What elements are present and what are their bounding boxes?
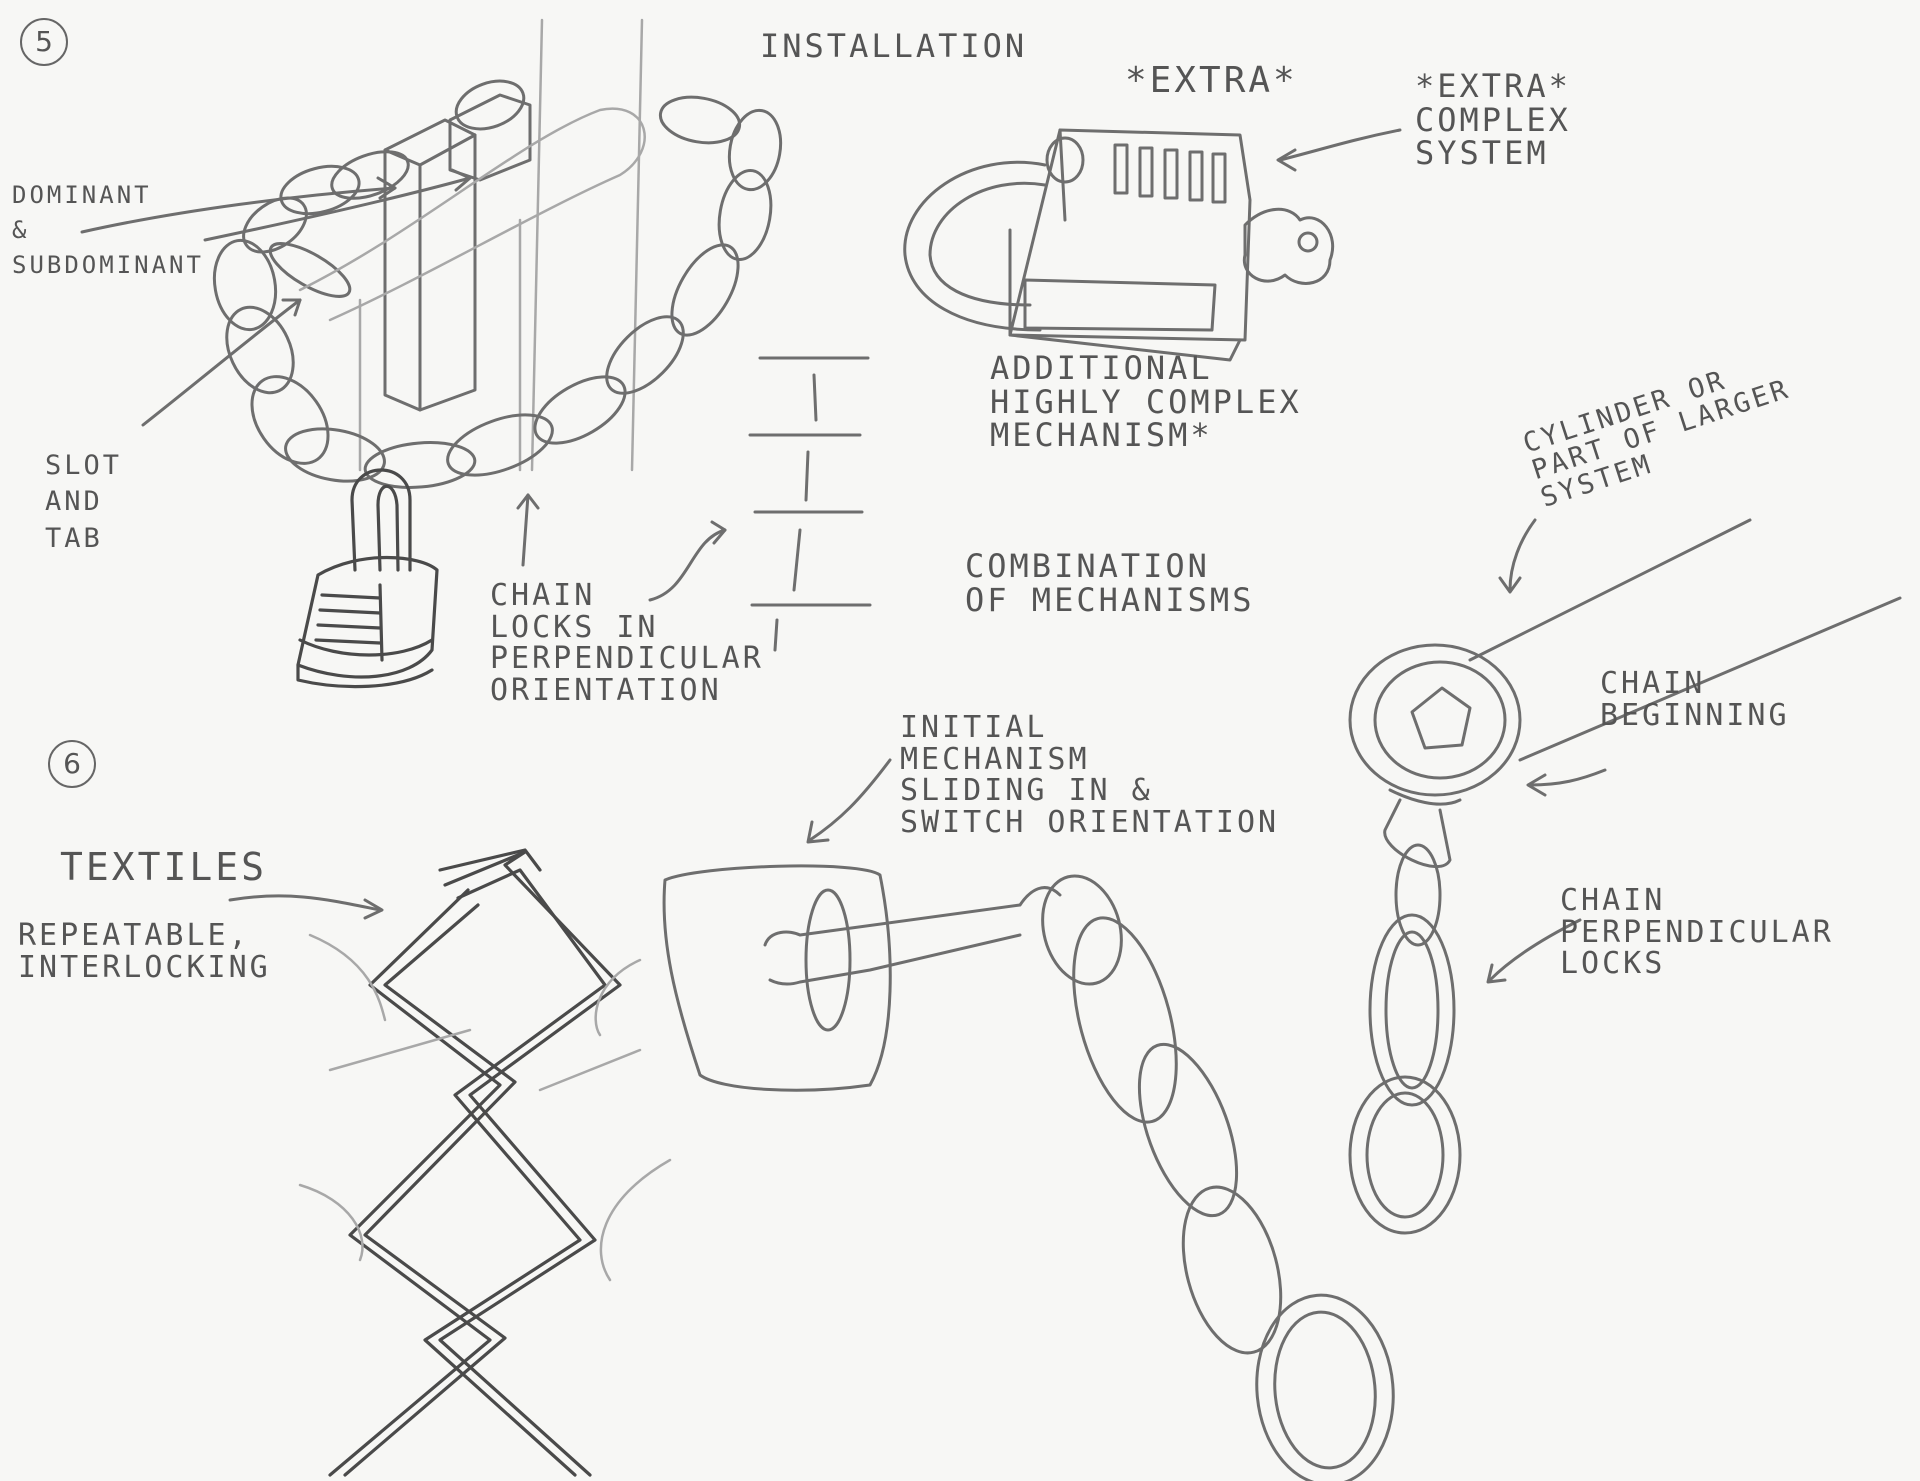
section-5-number: 5 [20, 18, 68, 66]
complex-lock-sketch [903, 128, 1335, 362]
initial-mechanism-block [662, 864, 1062, 1092]
textile-guides [298, 933, 672, 1282]
chain-ring-section-5 [212, 79, 783, 489]
chain-perpendicular-label: CHAIN PERPENDICULAR LOCKS [1560, 883, 1834, 981]
extra-label: *EXTRA* [1125, 60, 1298, 101]
section-6-number: 6 [48, 740, 96, 788]
callout-arrows [80, 128, 1607, 984]
chain-loop-band [298, 107, 646, 322]
perpendicular-lock-diagram [748, 356, 872, 652]
chain-beginning-label: CHAIN BEGINNING [1600, 666, 1790, 733]
padlock-sketch [296, 468, 439, 689]
dominant-subdominant-blocks [383, 93, 532, 412]
chain-perpendicular-links [1348, 843, 1462, 1235]
slot-and-tab-label: SLOT AND TAB [45, 450, 123, 554]
chain-locks-label: CHAIN LOCKS IN PERPENDICULAR ORIENTATION [490, 578, 764, 708]
additional-mechanism-label: ADDITIONAL HIGHLY COMPLEX MECHANISM* [990, 349, 1302, 455]
initial-mechanism-label: INITIAL MECHANISM SLIDING IN & SWITCH OR… [900, 710, 1280, 840]
cylinder-mechanism [1348, 518, 1902, 868]
combination-label: COMBINATION OF MECHANISMS [965, 547, 1255, 619]
repeatable-label: REPEATABLE, INTERLOCKING [18, 918, 271, 985]
textiles-label: TEXTILES [60, 845, 268, 889]
installation-label: INSTALLATION [760, 27, 1028, 65]
extra-complex-system-label: *EXTRA* COMPLEX SYSTEM [1415, 67, 1571, 173]
textile-zigzag [328, 848, 622, 1477]
dominant-subdominant-label: DOMINANT & SUBDOMINANT [12, 181, 204, 279]
chain-section-6 [1041, 874, 1395, 1481]
pole-sketch [358, 18, 644, 472]
